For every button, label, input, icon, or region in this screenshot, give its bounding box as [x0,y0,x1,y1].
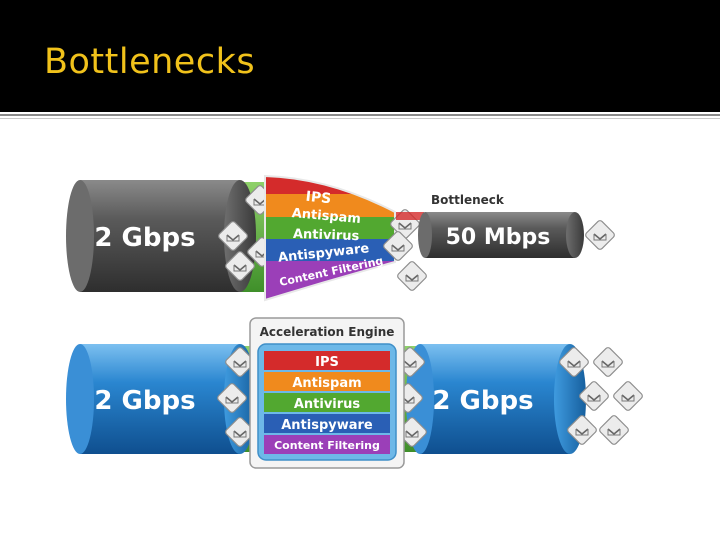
packet-icon [583,218,617,252]
packet-icon [597,413,631,447]
service-bar-antispam [264,372,390,391]
top-service-antispam: Antispam [291,206,361,227]
packet-icon [611,379,645,413]
top-service-ips: IPS [305,189,332,208]
bottom-output-speed: 2 Gbps [432,386,533,416]
slide-title: Bottlenecks [44,42,256,82]
service-bar-antispyware [264,414,390,433]
bottom-service-content-filtering: Content Filtering [274,439,380,452]
bottom-service-ips: IPS [315,355,339,370]
top-input-speed: 2 Gbps [94,223,195,253]
service-bar-ips [264,351,390,370]
acceleration-engine: Acceleration Engine IPS Antispam Antivir… [249,317,405,469]
bottom-service-antivirus: Antivirus [294,397,361,412]
top-output-pipe: 50 Mbps [418,212,584,258]
header-divider-thin [0,118,720,119]
service-bar-content-filtering [264,435,390,454]
acceleration-engine-label: Acceleration Engine [260,325,395,339]
bottom-diagram: 2 Gbps 2 Gbps Acceleration Engine IPS [66,317,645,469]
slide-header: Bottlenecks [0,0,720,112]
bottom-output-pipe: 2 Gbps [406,344,586,454]
bottom-input-speed: 2 Gbps [94,386,195,416]
top-input-pipe: 2 Gbps [66,180,256,292]
bottom-input-pipe: 2 Gbps [66,344,256,454]
top-service-antivirus: Antivirus [293,227,360,244]
header-divider [0,114,720,116]
bottom-service-antispam: Antispam [292,376,361,391]
packet-icon [591,345,625,379]
top-diagram: 2 Gbps IPS Antispam Antivirus Antispywar… [66,174,617,302]
packet-icon [395,259,429,293]
bottleneck-label: Bottleneck [431,193,505,207]
service-bar-antivirus [264,393,390,412]
top-output-speed: 50 Mbps [446,225,551,250]
bottom-service-antispyware: Antispyware [281,418,373,433]
